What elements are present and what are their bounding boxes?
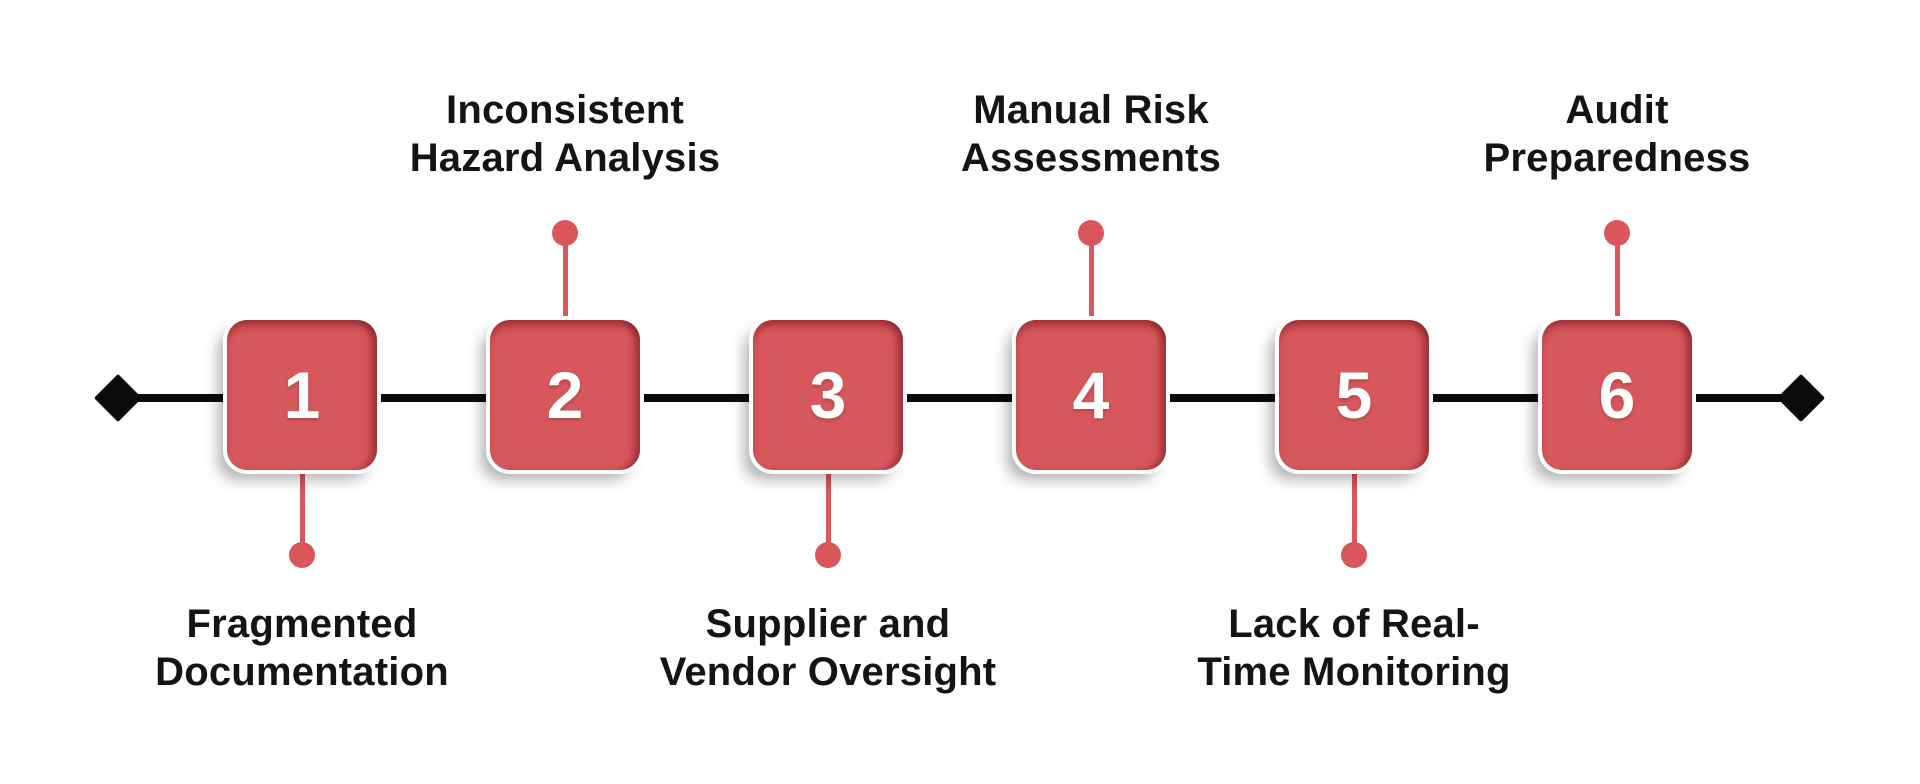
milestone-5-connector-dot-icon xyxy=(1341,542,1367,568)
milestone-1-node: 1 xyxy=(227,320,377,470)
milestone-3-connector-dot-icon xyxy=(815,542,841,568)
milestone-3-label: Supplier and Vendor Oversight xyxy=(588,600,1068,696)
milestone-6-node: 6 xyxy=(1542,320,1692,470)
milestone-2-number: 2 xyxy=(546,358,584,432)
milestone-6-connector-stem xyxy=(1614,232,1620,324)
milestone-2-connector-stem xyxy=(562,232,568,324)
milestone-1-label-line-1: Fragmented xyxy=(186,602,418,646)
milestone-4-number: 4 xyxy=(1072,358,1110,432)
milestone-6-label: Audit Preparedness xyxy=(1377,86,1857,182)
milestone-1-connector-dot-icon xyxy=(289,542,315,568)
milestone-5-number: 5 xyxy=(1335,358,1373,432)
milestone-2-node: 2 xyxy=(490,320,640,470)
milestone-4-connector-stem xyxy=(1088,232,1094,324)
milestone-5-label-line-2: Time Monitoring xyxy=(1197,650,1511,694)
milestone-3-node: 3 xyxy=(753,320,903,470)
milestone-2-label-line-2: Hazard Analysis xyxy=(409,136,721,180)
milestone-2-label-line-1: Inconsistent xyxy=(446,88,684,132)
milestone-5-label-line-1: Lack of Real- xyxy=(1228,602,1480,646)
timeline-line xyxy=(118,394,1801,402)
milestone-6-label-line-1: Audit xyxy=(1565,88,1669,132)
milestone-3-number: 3 xyxy=(809,358,847,432)
milestone-1-label-line-2: Documentation xyxy=(155,650,449,694)
milestone-4-connector-dot-icon xyxy=(1078,220,1104,246)
milestone-3-label-line-1: Supplier and xyxy=(705,602,951,646)
milestone-4-label: Manual Risk Assessments xyxy=(851,86,1331,182)
milestone-5-node: 5 xyxy=(1279,320,1429,470)
milestone-1-number: 1 xyxy=(283,358,321,432)
milestone-6-connector-dot-icon xyxy=(1604,220,1630,246)
milestone-3-label-line-2: Vendor Oversight xyxy=(659,650,997,694)
milestone-4-node: 4 xyxy=(1016,320,1166,470)
milestone-5-connector-stem xyxy=(1351,466,1357,556)
milestone-4-label-line-1: Manual Risk xyxy=(973,88,1209,132)
milestone-6-label-line-2: Preparedness xyxy=(1483,136,1751,180)
milestone-3-connector-stem xyxy=(825,466,831,556)
milestone-1-connector-stem xyxy=(299,466,305,556)
milestone-2-label: Inconsistent Hazard Analysis xyxy=(325,86,805,182)
milestone-4-label-line-2: Assessments xyxy=(960,136,1222,180)
milestone-6-number: 6 xyxy=(1598,358,1636,432)
milestone-2-connector-dot-icon xyxy=(552,220,578,246)
milestone-1-label: Fragmented Documentation xyxy=(62,600,542,696)
milestone-5-label: Lack of Real- Time Monitoring xyxy=(1114,600,1594,696)
